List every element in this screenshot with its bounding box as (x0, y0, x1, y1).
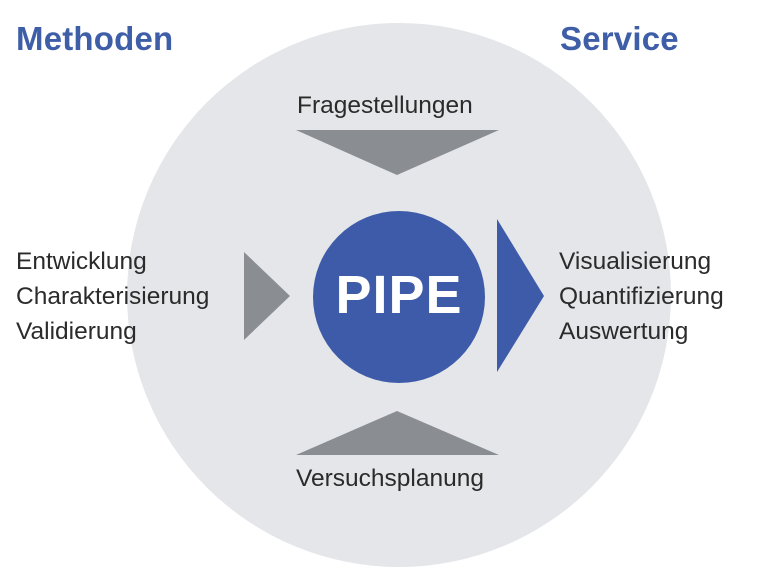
methoden-item-entwicklung: Entwicklung (16, 248, 147, 275)
fragestellungen-label: Fragestellungen (297, 92, 473, 119)
left-arrow-icon (244, 252, 290, 340)
top-arrow-icon (296, 130, 499, 175)
methoden-item-charakterisierung: Charakterisierung (16, 283, 210, 310)
right-arrow-icon (497, 219, 544, 372)
methoden-heading: Methoden (16, 20, 174, 57)
versuchsplanung-label: Versuchsplanung (296, 465, 484, 492)
pipe-label: PIPE (335, 265, 463, 325)
service-list: Visualisierung Quantifizierung Auswertun… (559, 244, 724, 349)
service-item-auswertung: Auswertung (559, 318, 689, 345)
service-heading: Service (560, 20, 679, 57)
service-item-quantifizierung: Quantifizierung (559, 283, 724, 310)
methoden-list: Entwicklung Charakterisierung Validierun… (16, 244, 209, 349)
bottom-arrow-icon (296, 411, 499, 455)
pipe-circle: PIPE (313, 211, 485, 383)
service-item-visualisierung: Visualisierung (559, 248, 712, 275)
methoden-item-validierung: Validierung (16, 318, 137, 345)
